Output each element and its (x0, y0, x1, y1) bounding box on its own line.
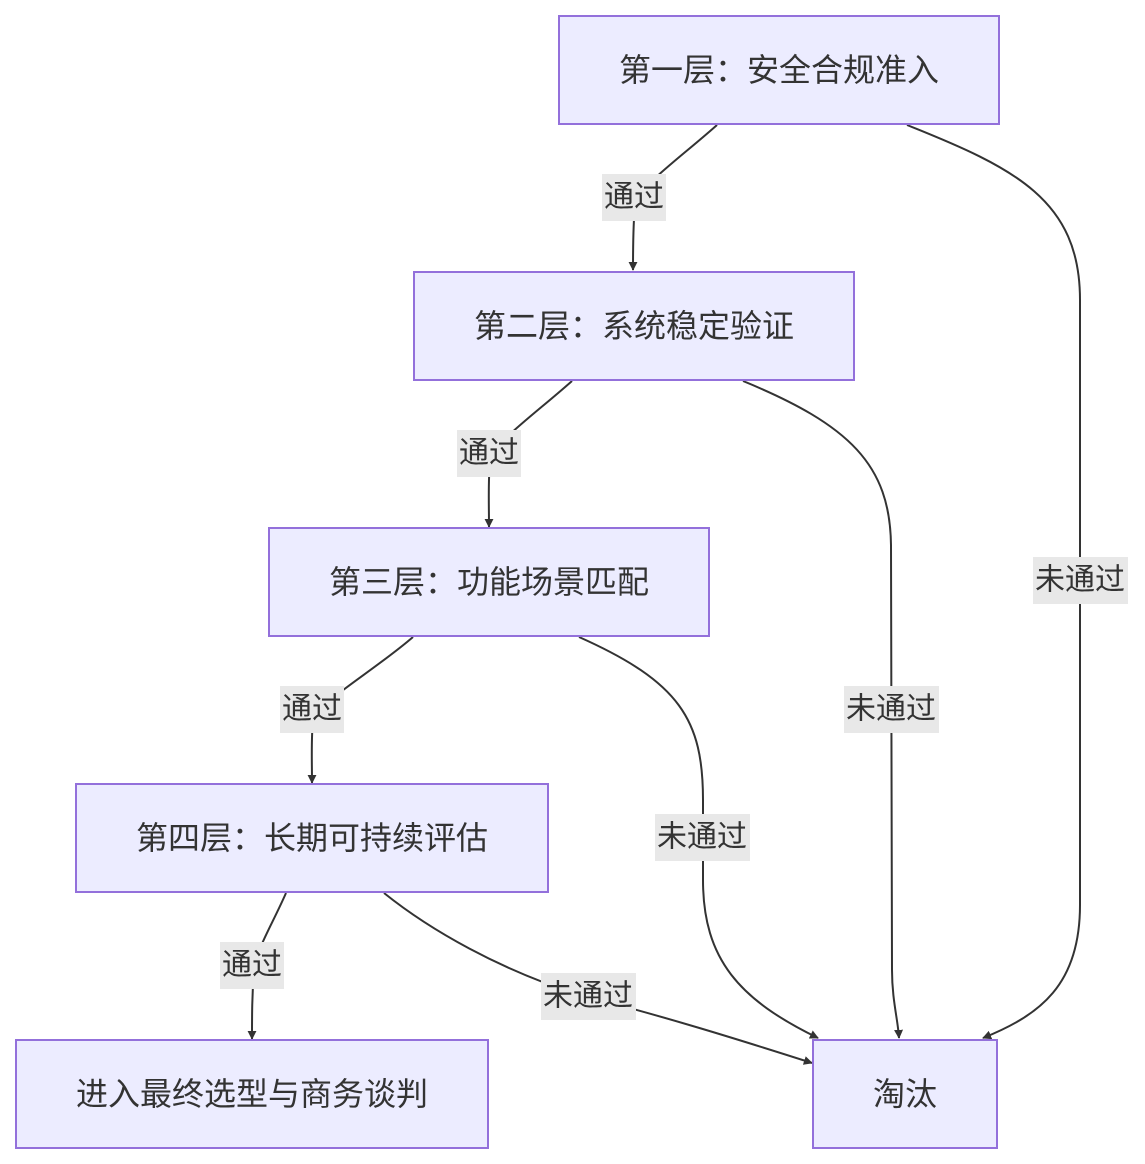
node-label: 淘汰 (873, 1075, 937, 1113)
edge-label-text: 通过 (604, 180, 664, 215)
edge-label-layer1-to-layer2: 通过 (602, 174, 666, 221)
edge-label-text: 未通过 (846, 692, 936, 727)
edge-label-text: 未通过 (657, 820, 747, 855)
edge-label-text: 通过 (222, 948, 282, 983)
edge-label-text: 未通过 (543, 979, 633, 1014)
node-layer3: 第三层：功能场景匹配 (268, 527, 710, 637)
edge-label-layer4-to-final: 通过 (220, 942, 284, 989)
edge-label-text: 通过 (282, 692, 342, 727)
node-layer2: 第二层：系统稳定验证 (413, 271, 855, 381)
edge-label-layer4-to-eliminated: 未通过 (541, 973, 636, 1020)
node-final: 进入最终选型与商务谈判 (15, 1039, 489, 1149)
edge-label-layer2-to-eliminated: 未通过 (844, 686, 939, 733)
node-label: 第三层：功能场景匹配 (329, 563, 649, 601)
node-eliminated: 淘汰 (812, 1039, 998, 1149)
edge-label-layer1-to-eliminated: 未通过 (1033, 557, 1128, 604)
edge-label-text: 通过 (459, 436, 519, 471)
edge-layer2-to-eliminated (742, 380, 904, 1039)
node-label: 进入最终选型与商务谈判 (76, 1075, 428, 1113)
node-label: 第二层：系统稳定验证 (474, 307, 794, 345)
edge-layer1-to-eliminated (906, 124, 1081, 1040)
nodes: 第一层：安全合规准入 第二层：系统稳定验证 第三层：功能场景匹配 第四层：长期可… (15, 15, 1000, 1149)
edge-label-layer3-to-eliminated: 未通过 (655, 814, 750, 861)
node-label: 第四层：长期可持续评估 (136, 819, 488, 857)
edge-label-text: 未通过 (1035, 563, 1125, 598)
edge-layer3-to-eliminated (578, 636, 819, 1039)
node-label: 第一层：安全合规准入 (619, 51, 939, 89)
node-layer4: 第四层：长期可持续评估 (75, 783, 549, 893)
node-layer1: 第一层：安全合规准入 (558, 15, 1000, 125)
edge-labels: 通过 未通过 通过 未通过 通过 未通过 通过 未通过 (220, 174, 1128, 1020)
edge-label-layer3-to-layer4: 通过 (280, 686, 344, 733)
edge-label-layer2-to-layer3: 通过 (457, 430, 521, 477)
